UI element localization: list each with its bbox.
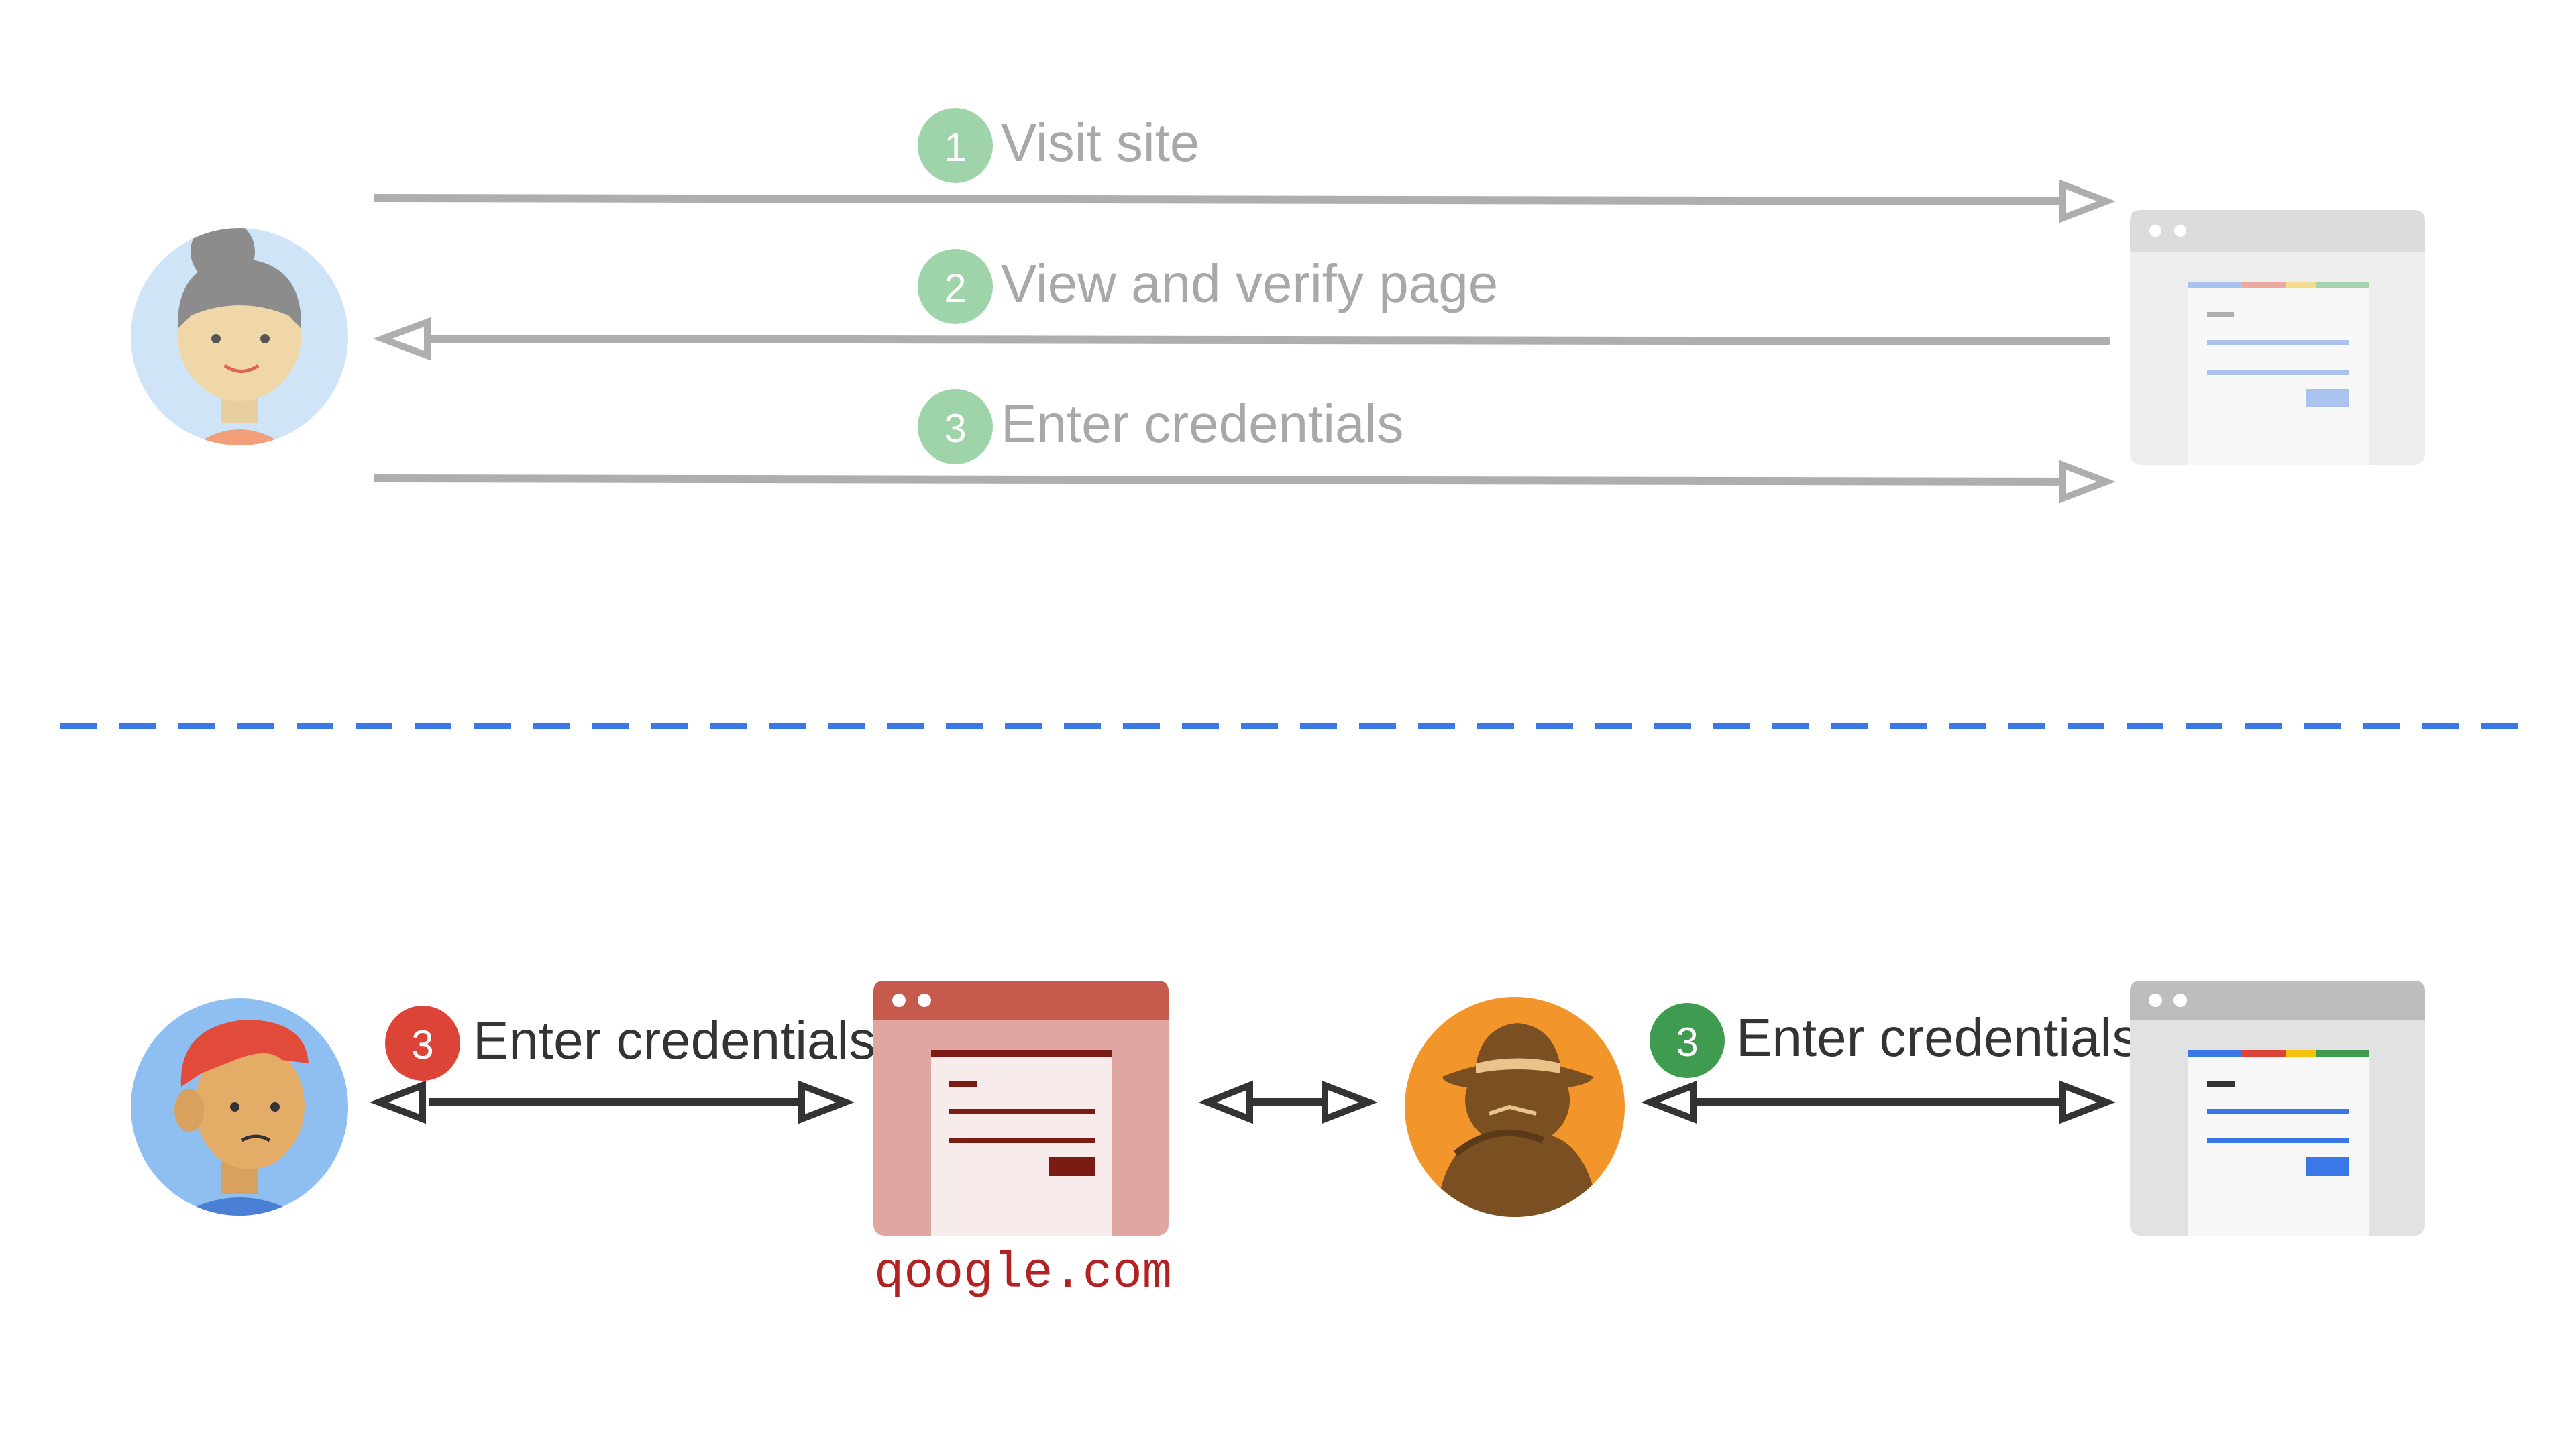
svg-text:3: 3 bbox=[1676, 1020, 1698, 1065]
woman-avatar-icon bbox=[131, 228, 348, 445]
svg-text:3: 3 bbox=[944, 406, 966, 451]
svg-text:3: 3 bbox=[411, 1022, 433, 1067]
step-2-label: View and verify page bbox=[1001, 254, 1498, 313]
browser-window-icon bbox=[2130, 210, 2425, 465]
step-3-label-victim: Enter credentials bbox=[473, 1010, 875, 1070]
step-1-label: Visit site bbox=[1001, 113, 1199, 172]
worried-man-avatar-icon bbox=[131, 998, 348, 1216]
svg-text:1: 1 bbox=[944, 125, 966, 170]
step-3-badge-attacker: 3 bbox=[1650, 1003, 1725, 1078]
victim-phishing-arrow bbox=[370, 1080, 855, 1124]
step-3-label-attacker: Enter credentials bbox=[1736, 1008, 2139, 1067]
phishing-domain-label: qoogle.com bbox=[874, 1246, 1172, 1302]
step-3-badge-victim: 3 bbox=[385, 1006, 460, 1081]
real-browser-window-icon bbox=[2130, 981, 2425, 1236]
step-3-arrow-top bbox=[373, 460, 2116, 504]
step-1-arrow bbox=[373, 179, 2116, 223]
phishing-attacker-arrow bbox=[1198, 1080, 1378, 1124]
step-3-label-top: Enter credentials bbox=[1001, 394, 1403, 453]
step-2-arrow bbox=[372, 317, 2110, 361]
step-2-badge: 2 bbox=[918, 249, 993, 324]
attacker-site-arrow bbox=[1641, 1080, 2116, 1124]
spy-hat-icon bbox=[1405, 997, 1625, 1217]
svg-text:2: 2 bbox=[944, 266, 966, 311]
step-3-badge-top: 3 bbox=[918, 389, 993, 464]
phishing-browser-window-icon bbox=[873, 981, 1169, 1236]
step-1-badge: 1 bbox=[918, 108, 993, 183]
